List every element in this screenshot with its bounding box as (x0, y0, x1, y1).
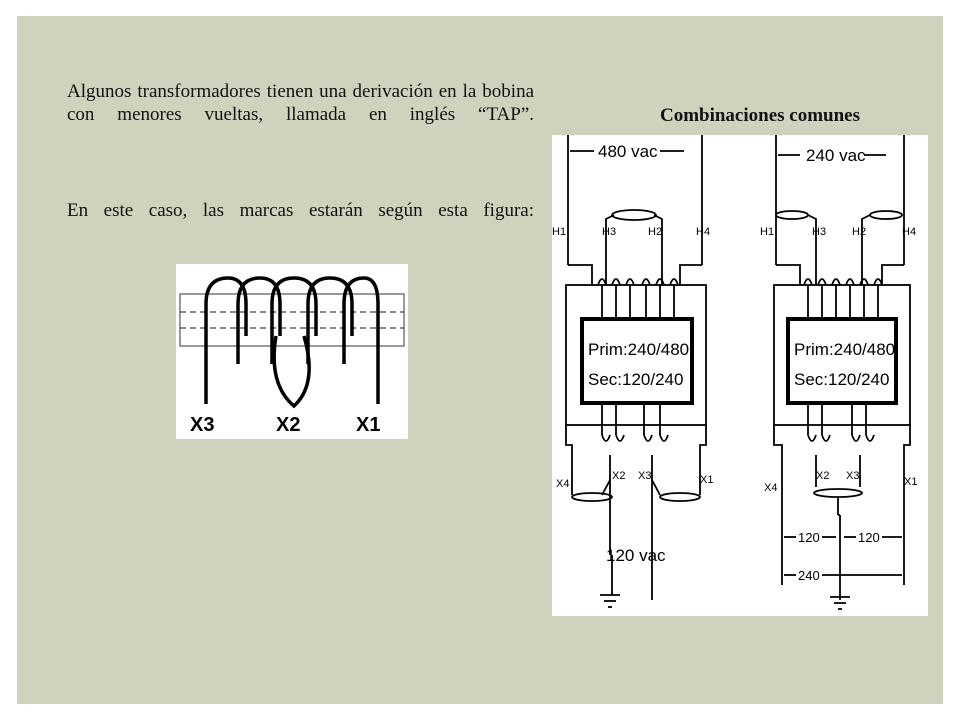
right-h1-label: H1 (760, 226, 774, 238)
right-x2-label: X2 (816, 470, 829, 482)
paragraph-tap-intro: Algunos transformadores tienen una deriv… (67, 81, 534, 125)
right-h2-label: H2 (852, 226, 866, 238)
core-rect (179, 293, 405, 347)
diagram-parallel-240 (773, 135, 911, 610)
right-v2-label: 120 (858, 530, 880, 545)
right-plate-line1: Prim:240/480 (794, 340, 895, 359)
coil-label-x2: X2 (276, 414, 300, 436)
diagram-series-480 (565, 135, 707, 608)
left-bottom-voltage: 120 vac (606, 546, 666, 565)
diagram-title: Combinaciones comunes (659, 105, 861, 126)
right-v3-label: 240 (798, 568, 820, 583)
coil-label-x3: X3 (190, 414, 214, 436)
left-top-voltage: 480 vac (598, 142, 658, 161)
left-x3-label: X3 (638, 470, 651, 482)
coil-windings (204, 276, 380, 409)
coil-tap-figure: X3 X2 X1 (176, 264, 408, 439)
right-x1-label: X1 (904, 476, 917, 488)
right-top-voltage: 240 vac (806, 146, 866, 165)
left-x2-label: X2 (612, 470, 625, 482)
left-x1-label: X1 (700, 474, 713, 486)
left-h1-label: H1 (552, 226, 566, 238)
left-h2-label: H2 (648, 226, 662, 238)
coil-label-x1: X1 (356, 414, 380, 436)
left-plate-line1: Prim:240/480 (588, 340, 689, 359)
right-x4-label: X4 (764, 482, 777, 494)
right-h4-label: H4 (902, 226, 916, 238)
transformer-diagrams: 480 vac H1 H3 H2 H4 Prim:240/480 Sec:120… (552, 135, 928, 616)
left-h4-label: H4 (696, 226, 710, 238)
paragraph-markings: En este caso, las marcas estarán según e… (67, 200, 534, 221)
left-x4-label: X4 (556, 478, 569, 490)
right-x3-label: X3 (846, 470, 859, 482)
right-v1-label: 120 (798, 530, 820, 545)
left-h3-label: H3 (602, 226, 616, 238)
left-plate-line2: Sec:120/240 (588, 370, 683, 389)
right-h3-label: H3 (812, 226, 826, 238)
right-plate-line2: Sec:120/240 (794, 370, 889, 389)
